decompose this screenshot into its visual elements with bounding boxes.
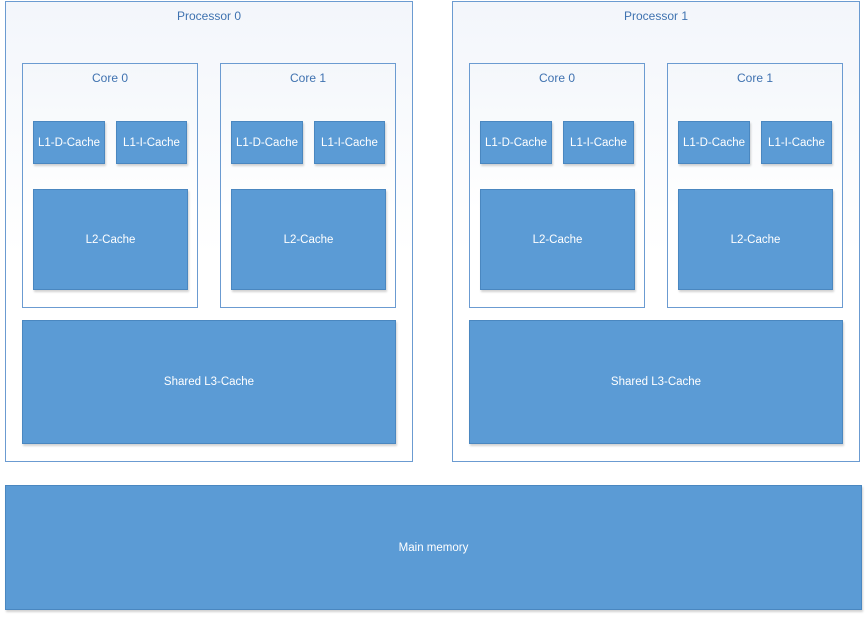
core-1: Core 1 L1-D-Cache L1-I-Cache L2-Cache — [667, 63, 843, 308]
processor-1: Processor 1 Core 0 L1-D-Cache L1-I-Cache… — [452, 1, 860, 462]
l1-instruction-cache: L1-I-Cache — [761, 121, 832, 164]
processor-title: Processor 1 — [623, 9, 689, 23]
core-title: Core 0 — [538, 71, 576, 85]
processor-0: Processor 0 Core 0 L1-D-Cache L1-I-Cache… — [5, 1, 413, 462]
main-memory: Main memory — [5, 485, 862, 610]
l2-cache: L2-Cache — [678, 189, 833, 290]
l1-data-cache: L1-D-Cache — [231, 121, 303, 164]
l1-data-cache: L1-D-Cache — [480, 121, 552, 164]
l1-instruction-cache: L1-I-Cache — [314, 121, 385, 164]
core-title: Core 1 — [289, 71, 327, 85]
l1-instruction-cache: L1-I-Cache — [563, 121, 634, 164]
l1-data-cache: L1-D-Cache — [678, 121, 750, 164]
core-1: Core 1 L1-D-Cache L1-I-Cache L2-Cache — [220, 63, 396, 308]
core-0: Core 0 L1-D-Cache L1-I-Cache L2-Cache — [22, 63, 198, 308]
l2-cache: L2-Cache — [33, 189, 188, 290]
core-title: Core 1 — [736, 71, 774, 85]
core-title: Core 0 — [91, 71, 129, 85]
l1-data-cache: L1-D-Cache — [33, 121, 105, 164]
l2-cache: L2-Cache — [231, 189, 386, 290]
shared-l3-cache: Shared L3-Cache — [22, 320, 396, 444]
shared-l3-cache: Shared L3-Cache — [469, 320, 843, 444]
l2-cache: L2-Cache — [480, 189, 635, 290]
core-0: Core 0 L1-D-Cache L1-I-Cache L2-Cache — [469, 63, 645, 308]
processor-title: Processor 0 — [176, 9, 242, 23]
l1-instruction-cache: L1-I-Cache — [116, 121, 187, 164]
